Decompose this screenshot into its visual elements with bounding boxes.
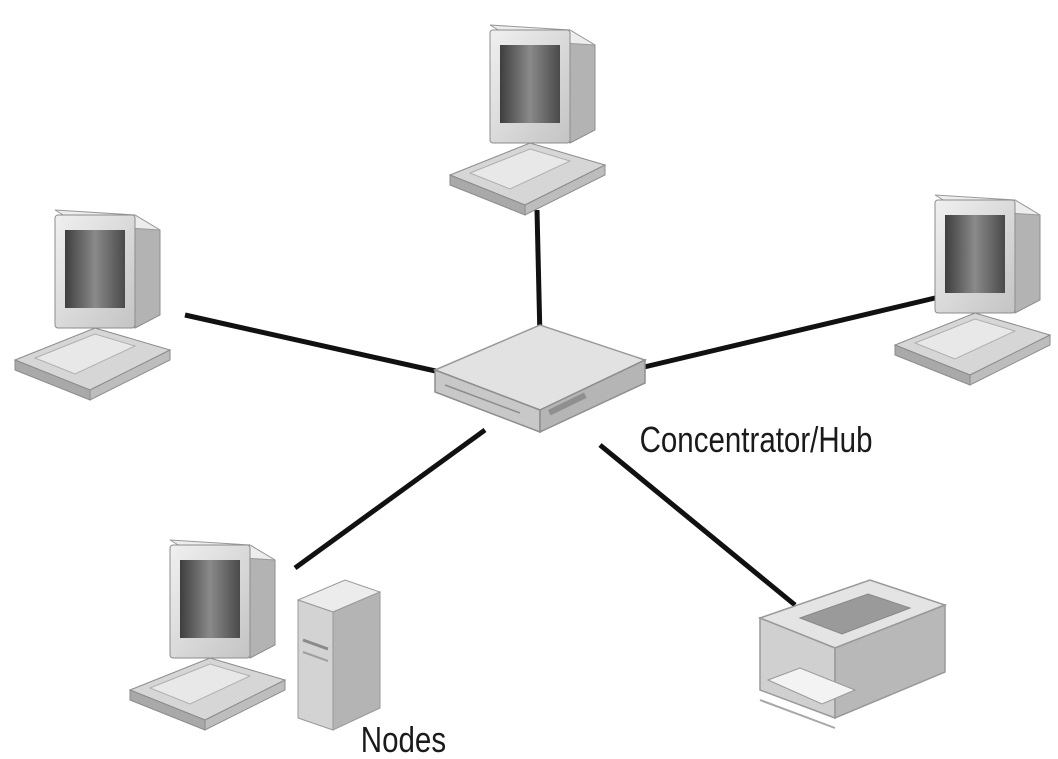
computer-with-tower-icon (129, 539, 382, 731)
cable-bottom-right (598, 443, 797, 607)
computer-right-icon (894, 194, 1051, 386)
nodes-label: Nodes (361, 719, 446, 759)
computer-top-icon (449, 24, 606, 216)
computer-left-icon (14, 209, 171, 401)
cables (184, 209, 936, 607)
cable-top (534, 209, 543, 339)
cable-right (639, 295, 936, 371)
hub-icon (433, 324, 648, 434)
cable-bottom-left (293, 427, 487, 571)
printer-icon (757, 579, 948, 729)
cable-left (184, 312, 441, 375)
hub-label: Concentrator/Hub (640, 419, 873, 459)
